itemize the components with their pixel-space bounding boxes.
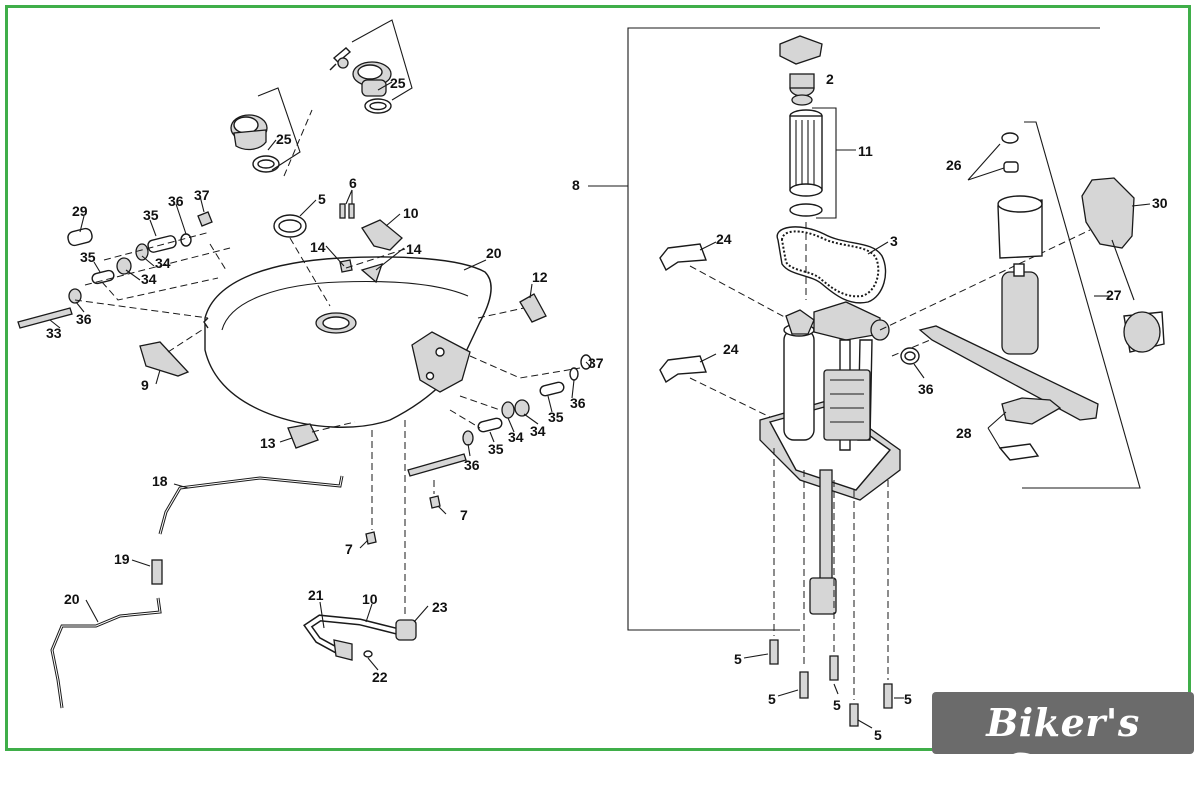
- callout-5: 5: [833, 697, 841, 713]
- fuel-line: [50, 597, 162, 709]
- callout-35: 35: [143, 207, 159, 223]
- mounting-screws: [769, 639, 893, 727]
- retaining-clip: [659, 243, 707, 272]
- callout-22: 22: [372, 669, 388, 685]
- callout-5: 5: [318, 191, 326, 207]
- callout-37: 37: [194, 187, 210, 203]
- callout-13: 13: [260, 435, 276, 451]
- callout-24: 24: [723, 341, 739, 357]
- fuel-level-sender: [1081, 177, 1165, 353]
- filter-cap: [779, 35, 823, 106]
- clip: [360, 263, 384, 284]
- callout-26: 26: [946, 157, 962, 173]
- bolt-pair: [339, 203, 355, 219]
- callout-leaders-left: [49, 81, 591, 671]
- callout-10: 10: [362, 591, 378, 607]
- flange-gasket: [776, 226, 887, 304]
- callout-10: 10: [403, 205, 419, 221]
- retaining-clip: [659, 355, 707, 384]
- callout-35: 35: [488, 441, 504, 457]
- callout-25: 25: [276, 131, 292, 147]
- mounting-bracket: [361, 219, 403, 251]
- callout-20: 20: [486, 245, 502, 261]
- callout-8: 8: [572, 177, 580, 193]
- gas-cap-right: [352, 61, 392, 114]
- pump-internals: [918, 132, 1099, 461]
- callout-20: 20: [64, 591, 80, 607]
- callout-24: 24: [716, 231, 732, 247]
- fuel-filter: [789, 109, 823, 217]
- exploded-parts-diagram: 25 25 5 6 10 14 14 20 12 9 13 29 35 36 3…: [17, 19, 1168, 743]
- gasket-ring: [273, 214, 307, 238]
- callout-14: 14: [310, 239, 326, 255]
- callout-34: 34: [508, 429, 524, 445]
- callout-12: 12: [532, 269, 548, 285]
- diagram-border: [5, 5, 1191, 751]
- callout-21: 21: [308, 587, 324, 603]
- callout-30: 30: [1152, 195, 1168, 211]
- callout-5: 5: [734, 651, 742, 667]
- brand-logo-text: Biker's Store: [986, 700, 1140, 790]
- clip: [339, 259, 353, 273]
- callout-labels: 25 25 5 6 10 14 14 20 12 9 13 29 35 36 3…: [46, 71, 1168, 743]
- callout-25: 25: [390, 75, 406, 91]
- callout-35: 35: [80, 249, 96, 265]
- callout-23: 23: [432, 599, 448, 615]
- inline-connector: [151, 559, 163, 585]
- key-icon: [329, 47, 352, 71]
- fuel-tank: [203, 256, 492, 428]
- callout-5: 5: [904, 691, 912, 707]
- callout-18: 18: [152, 473, 168, 489]
- fuel-hose-assembly: [303, 614, 417, 661]
- assembly-bracket: [627, 27, 1100, 631]
- callout-3: 3: [890, 233, 898, 249]
- callout-36: 36: [464, 457, 480, 473]
- fuel-pump-module: [759, 301, 901, 615]
- callout-27: 27: [1106, 287, 1122, 303]
- fuel-line: [158, 475, 344, 535]
- callout-11: 11: [858, 143, 873, 159]
- callout-36: 36: [918, 381, 934, 397]
- callout-36: 36: [168, 193, 184, 209]
- callout-5: 5: [768, 691, 776, 707]
- front-mount-hardware: [17, 211, 213, 329]
- callout-7: 7: [460, 507, 468, 523]
- callout-37: 37: [588, 355, 604, 371]
- callout-2: 2: [826, 71, 834, 87]
- callout-36: 36: [76, 311, 92, 327]
- callout-36: 36: [570, 395, 586, 411]
- brand-logo: Biker's Store: [932, 692, 1194, 790]
- callout-6: 6: [349, 175, 357, 191]
- callout-34: 34: [155, 255, 171, 271]
- callout-5: 5: [874, 727, 882, 743]
- callout-29: 29: [72, 203, 88, 219]
- callout-35: 35: [548, 409, 564, 425]
- side-bracket: [139, 341, 190, 377]
- gas-cap-left: [230, 114, 280, 173]
- grommet: [287, 423, 319, 449]
- callout-34: 34: [141, 271, 157, 287]
- callout-7: 7: [345, 541, 353, 557]
- callout-19: 19: [114, 551, 130, 567]
- callout-34: 34: [530, 423, 546, 439]
- screw: [365, 531, 377, 545]
- callout-9: 9: [141, 377, 149, 393]
- callout-28: 28: [956, 425, 972, 441]
- callout-14: 14: [406, 241, 422, 257]
- callout-33: 33: [46, 325, 62, 341]
- screw: [429, 495, 441, 509]
- side-bracket: [519, 293, 547, 323]
